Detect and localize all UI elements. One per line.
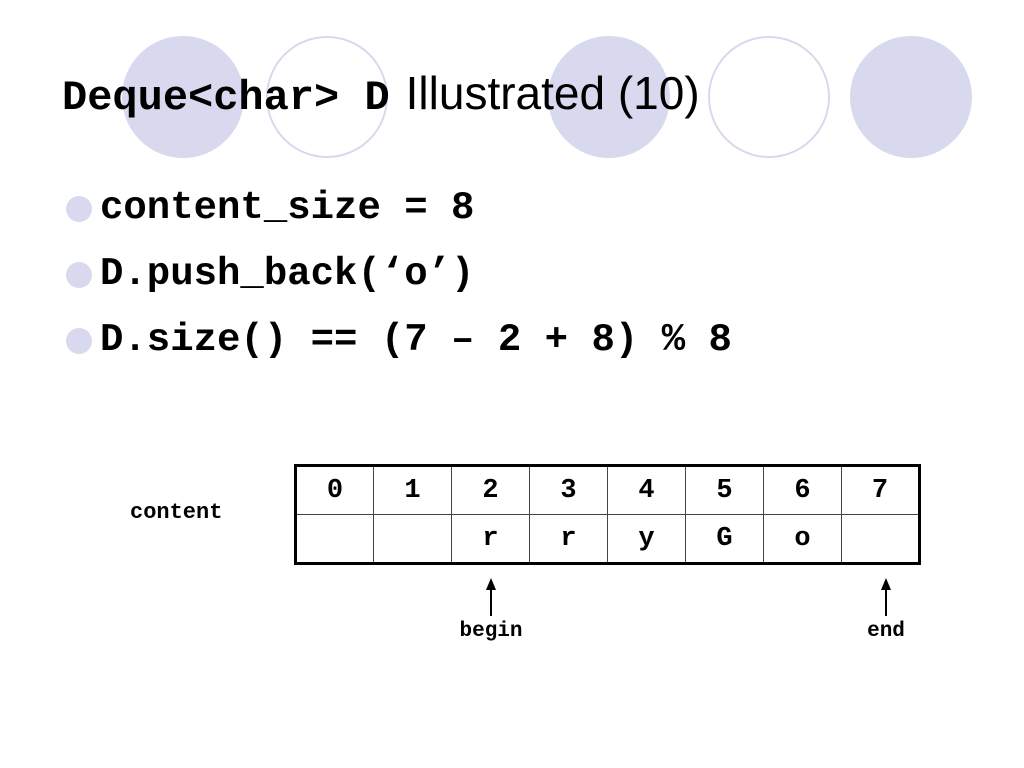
index-row: 0 1 2 3 4 5 6 7 bbox=[295, 465, 920, 515]
index-cell: 3 bbox=[529, 465, 608, 515]
decor-ring-1 bbox=[266, 36, 388, 158]
value-cell: r bbox=[529, 514, 608, 564]
decor-ring-2 bbox=[708, 36, 830, 158]
slide-title: Deque<char> D Illustrated (10) bbox=[62, 66, 700, 122]
bullet-text: content_size = 8 bbox=[100, 186, 475, 230]
bullet-dot-icon bbox=[66, 262, 92, 288]
value-row: r r y G o bbox=[295, 514, 920, 564]
end-pointer: end bbox=[836, 578, 936, 643]
index-cell: 0 bbox=[295, 465, 374, 515]
index-cell: 7 bbox=[841, 465, 920, 515]
bullet-dot-icon bbox=[66, 328, 92, 354]
value-cell: o bbox=[763, 514, 842, 564]
slide-title-code: Deque<char> D bbox=[62, 74, 390, 122]
bullet-text: D.push_back(‘o’) bbox=[100, 252, 475, 296]
value-cell: G bbox=[685, 514, 764, 564]
array-label: content bbox=[130, 500, 223, 525]
decor-circle-1 bbox=[122, 36, 244, 158]
index-cell: 2 bbox=[451, 465, 530, 515]
decor-circle-2 bbox=[548, 36, 670, 158]
slide-title-text: Illustrated (10) bbox=[405, 67, 700, 119]
value-cell bbox=[841, 514, 920, 564]
decor-circle-3 bbox=[850, 36, 972, 158]
bullet-dot-icon bbox=[66, 196, 92, 222]
bullet-text: D.size() == (7 – 2 + 8) % 8 bbox=[100, 318, 732, 362]
index-cell: 1 bbox=[373, 465, 452, 515]
end-label: end bbox=[867, 620, 905, 643]
value-cell bbox=[295, 514, 374, 564]
up-arrow-icon bbox=[881, 578, 891, 616]
array-diagram: 0 1 2 3 4 5 6 7 r r y G o bbox=[294, 464, 921, 565]
up-arrow-icon bbox=[486, 578, 496, 616]
value-cell: y bbox=[607, 514, 686, 564]
index-cell: 5 bbox=[685, 465, 764, 515]
index-cell: 6 bbox=[763, 465, 842, 515]
begin-label: begin bbox=[459, 620, 523, 643]
value-cell bbox=[373, 514, 452, 564]
index-cell: 4 bbox=[607, 465, 686, 515]
begin-pointer: begin bbox=[441, 578, 541, 643]
value-cell: r bbox=[451, 514, 530, 564]
